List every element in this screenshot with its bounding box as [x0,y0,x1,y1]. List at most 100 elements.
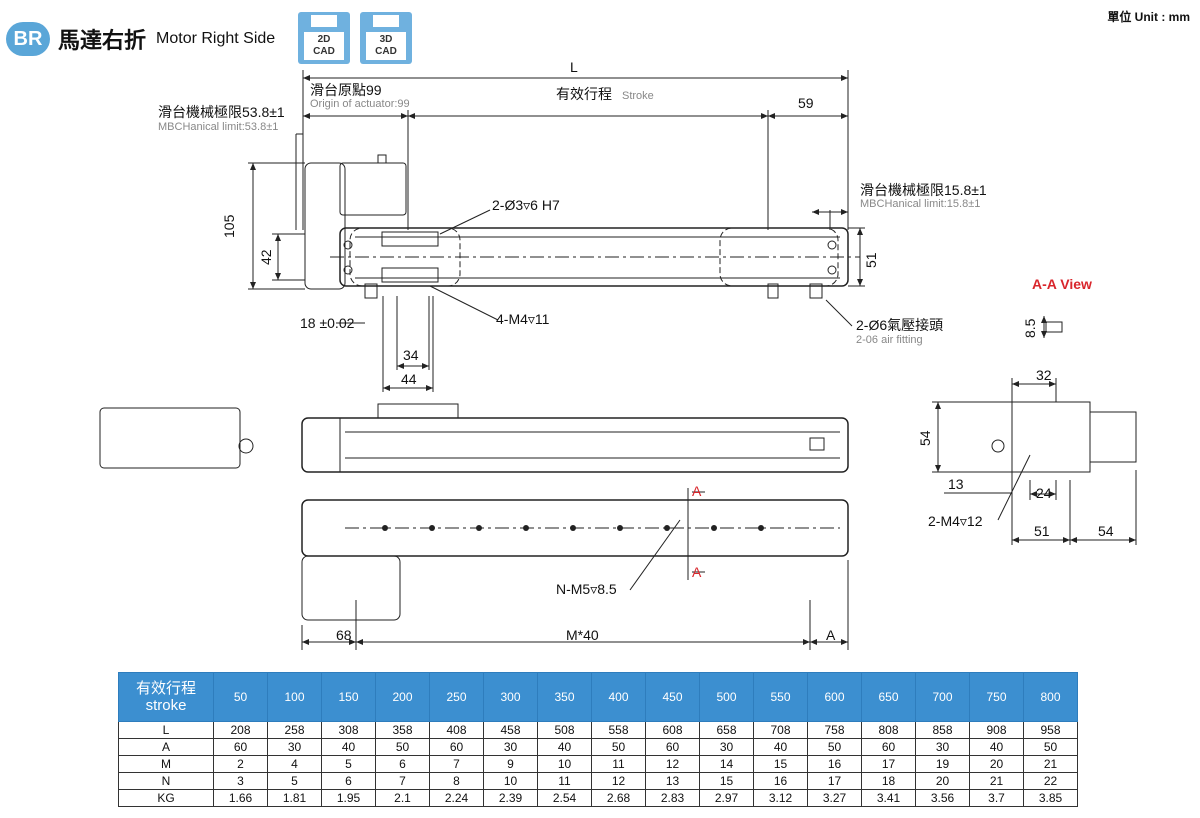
label-limit-right-cn: 滑台機械極限15.8±1 [860,182,987,198]
label-sec-a-bottom: A [692,564,702,580]
table-cell: 60 [213,738,268,756]
label-8-5: 8.5 [1022,318,1038,338]
table-cell: 17 [861,755,916,773]
label-18: 18 ±0.02 [300,315,355,331]
table-cell: 16 [753,772,808,790]
table-cell: 18 [861,772,916,790]
cad-3d-label-2: CAD [375,46,397,57]
label-hole-h7: 2-Ø3▿6 H7 [492,197,560,213]
label-68: 68 [336,627,352,643]
stroke-cell: 100 [267,672,322,722]
table-cell: 308 [321,721,376,739]
row-label: A [118,738,214,756]
row-label: L [118,721,214,739]
table-cell: 2.1 [375,789,430,807]
stroke-cell: 300 [483,672,538,722]
label-sec-a-top: A [692,483,702,499]
row-label: KG [118,789,214,807]
table-cell: 2.54 [537,789,592,807]
table-cell: 3.7 [969,789,1024,807]
table-cell: 30 [267,738,322,756]
table-cell: 708 [753,721,808,739]
label-stroke-en: Stroke [622,90,654,102]
header: BR 馬達右折 Motor Right Side [6,22,275,56]
table-cell: 7 [429,755,484,773]
table-cell: 558 [591,721,646,739]
table-cell: 22 [1023,772,1078,790]
table-cell: 12 [645,755,700,773]
label-m40: M*40 [566,627,599,643]
table-cell: 60 [645,738,700,756]
table-cell: 3.27 [807,789,862,807]
table-cell: 10 [483,772,538,790]
label-32: 32 [1036,367,1052,383]
cad-2d-label-2: CAD [313,46,335,57]
table-cell: 14 [699,755,754,773]
table-cell: 11 [591,755,646,773]
table-cell: 7 [375,772,430,790]
label-54v: 54 [917,430,933,446]
table-cell: 408 [429,721,484,739]
table-cell: 40 [969,738,1024,756]
stroke-cell: 650 [861,672,916,722]
table-cell: 16 [807,755,862,773]
table-cell: 19 [915,755,970,773]
table-cell: 858 [915,721,970,739]
unit-label: 單位 Unit : mm [1107,10,1190,24]
table-cell: 6 [375,755,430,773]
table-cell: 17 [807,772,862,790]
table-cell: 208 [213,721,268,739]
table-cell: 50 [591,738,646,756]
label-105: 105 [221,214,237,238]
table-cell: 2 [213,755,268,773]
table-cell: 608 [645,721,700,739]
label-origin-en: Origin of actuator:99 [310,98,410,110]
label-stroke-cn: 有效行程 [556,86,612,102]
label-24: 24 [1036,485,1052,501]
label-nm5: N-M5▿8.5 [556,581,617,597]
table-cell: 21 [1023,755,1078,773]
label-fitting-en: 2-06 air fitting [856,334,923,346]
label-34: 34 [403,347,419,363]
table-cell: 15 [753,755,808,773]
table-cell: 13 [645,772,700,790]
stroke-cell: 700 [915,672,970,722]
label-54b: 54 [1098,523,1114,539]
title-en: Motor Right Side [156,30,276,47]
table-cell: 40 [537,738,592,756]
table-cell: 40 [753,738,808,756]
stroke-cell: 800 [1023,672,1078,722]
table-cell: 1.95 [321,789,376,807]
label-51b: 51 [1034,523,1050,539]
table-cell: 2.39 [483,789,538,807]
label-51: 51 [863,252,879,268]
label-m4: 4-M4▿11 [496,311,550,327]
table-cell: 958 [1023,721,1078,739]
table-cell: 3.85 [1023,789,1078,807]
table-cell: 21 [969,772,1024,790]
table-cell: 5 [267,772,322,790]
label-L: L [570,59,578,75]
table-cell: 5 [321,755,376,773]
table-cell: 15 [699,772,754,790]
stroke-cell: 750 [969,672,1024,722]
label-m4b: 2-M4▿12 [928,513,983,529]
header-en: stroke [145,697,187,714]
table-cell: 2.97 [699,789,754,807]
label-limit-right-en: MBCHanical limit:15.8±1 [860,198,980,210]
table-cell: 60 [429,738,484,756]
table-cell: 658 [699,721,754,739]
title-cn: 馬達右折 [58,29,147,54]
header-cn: 有效行程 [135,680,196,697]
table-cell: 8 [429,772,484,790]
stroke-cell: 450 [645,672,700,722]
row-label: M [118,755,214,773]
table-cell: 30 [699,738,754,756]
table-cell: 12 [591,772,646,790]
